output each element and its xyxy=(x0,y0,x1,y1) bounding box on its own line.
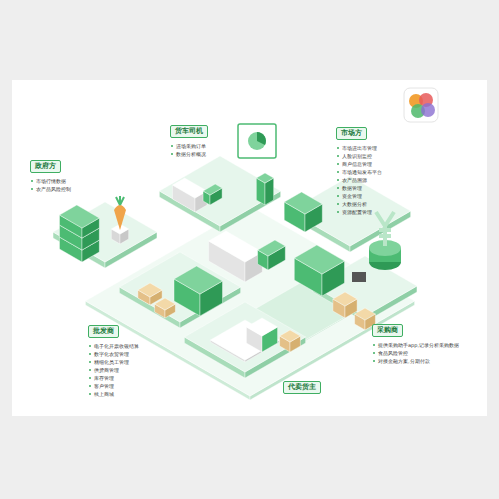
truck-cab xyxy=(258,240,286,270)
group-tag: 市场方 xyxy=(336,127,367,140)
bullet xyxy=(337,147,339,149)
platform xyxy=(289,176,410,252)
bullet xyxy=(89,361,91,363)
group-tag: 政府方 xyxy=(30,160,61,173)
feature-item: 精细化员工管理 xyxy=(88,358,139,366)
group-label: 货车司机进场采购订单数据分析概况 xyxy=(170,118,208,158)
bullet xyxy=(171,145,173,147)
feature-item: 人脸识别监控 xyxy=(336,152,382,160)
bullet xyxy=(31,188,33,190)
bullet xyxy=(89,353,91,355)
bullet xyxy=(89,345,91,347)
bullet xyxy=(337,179,339,181)
bullet xyxy=(337,163,339,165)
feature-item: 农产品溯源 xyxy=(336,176,382,184)
group-label: 采购商提供采购助手app,记录分析采购数据食品风险管控对接金融方案,分期付款 xyxy=(372,317,459,365)
kiosk xyxy=(256,173,273,205)
group-label: 批发商电子化开票收银结算数字化农贸管理精细化员工管理供货商管理库存管理客户管理线… xyxy=(88,318,139,398)
stall xyxy=(246,318,277,352)
pie-icon xyxy=(248,132,266,150)
feature-item: 数据分析概况 xyxy=(170,150,208,158)
feature-item: 客户管理 xyxy=(88,382,139,390)
bullet xyxy=(337,203,339,205)
feature-item: 线上商城 xyxy=(88,390,139,398)
truck-cab xyxy=(203,184,222,205)
warehouse xyxy=(174,266,222,316)
feature-item: 商户信息管理 xyxy=(336,160,382,168)
bullet xyxy=(373,360,375,362)
feature-item: 食品风险管控 xyxy=(372,349,459,357)
feature-list: 市场行情数据农产品风险控制 xyxy=(30,177,71,193)
bullet xyxy=(337,211,339,213)
feature-item: 市场进出市管理 xyxy=(336,144,382,152)
bullet xyxy=(89,377,91,379)
feature-item: 数据管理 xyxy=(336,184,382,192)
bullet xyxy=(31,180,33,182)
platform xyxy=(53,202,157,268)
group-label: 政府方市场行情数据农产品风险控制 xyxy=(30,153,71,193)
feature-list: 进场采购订单数据分析概况 xyxy=(170,142,208,158)
feature-item: 农产品风险控制 xyxy=(30,185,71,193)
logo-icon xyxy=(404,88,438,122)
yen-symbol xyxy=(376,212,394,246)
crates xyxy=(155,298,176,318)
feature-item: 市场行情数据 xyxy=(30,177,71,185)
feature-item: 市场通知发布平台 xyxy=(336,168,382,176)
isometric-scene xyxy=(53,124,417,400)
feature-list: 提供采购助手app,记录分析采购数据食品风险管控对接金融方案,分期付款 xyxy=(372,341,459,365)
bullet xyxy=(337,187,339,189)
truck-box xyxy=(172,178,207,212)
bullet xyxy=(337,155,339,157)
group-label: 市场方市场进出市管理人脸识别监控商户信息管理市场通知发布平台农产品溯源数据管理资… xyxy=(336,120,382,216)
feature-list: 市场进出市管理人脸识别监控商户信息管理市场通知发布平台农产品溯源数据管理资金管理… xyxy=(336,144,382,216)
shop xyxy=(284,192,322,232)
bullet xyxy=(373,352,375,354)
group-label: 代卖货主 xyxy=(283,374,321,394)
truck-box xyxy=(209,231,263,282)
group-tag: 批发商 xyxy=(88,325,119,338)
bullet xyxy=(89,393,91,395)
crates xyxy=(333,292,357,318)
group-tag: 采购商 xyxy=(372,324,403,337)
feature-item: 数字化农贸管理 xyxy=(88,350,139,358)
feature-item: 进场采购订单 xyxy=(170,142,208,150)
bullet xyxy=(89,369,91,371)
feature-item: 资源配置管理 xyxy=(336,208,382,216)
building xyxy=(59,205,99,238)
platform xyxy=(159,156,280,232)
feature-item: 大数据分析 xyxy=(336,200,382,208)
feature-list: 电子化开票收银结算数字化农贸管理精细化员工管理供货商管理库存管理客户管理线上商城 xyxy=(88,342,139,398)
bullet xyxy=(171,153,173,155)
bullet xyxy=(373,344,375,346)
crates xyxy=(280,330,301,352)
bullet xyxy=(89,385,91,387)
warehouse xyxy=(294,245,344,296)
feature-item: 库存管理 xyxy=(88,374,139,382)
carrot xyxy=(114,205,126,230)
group-tag: 货车司机 xyxy=(170,125,208,138)
feature-item: 供货商管理 xyxy=(88,366,139,374)
feature-item: 资金管理 xyxy=(336,192,382,200)
feature-item: 电子化开票收银结算 xyxy=(88,342,139,350)
bullet xyxy=(337,171,339,173)
group-tag: 代卖货主 xyxy=(283,381,321,394)
feature-item: 提供采购助手app,记录分析采购数据 xyxy=(372,341,459,349)
paper xyxy=(12,80,487,416)
bullet xyxy=(337,195,339,197)
feature-item: 对接金融方案,分期付款 xyxy=(372,357,459,365)
screen xyxy=(238,124,276,158)
